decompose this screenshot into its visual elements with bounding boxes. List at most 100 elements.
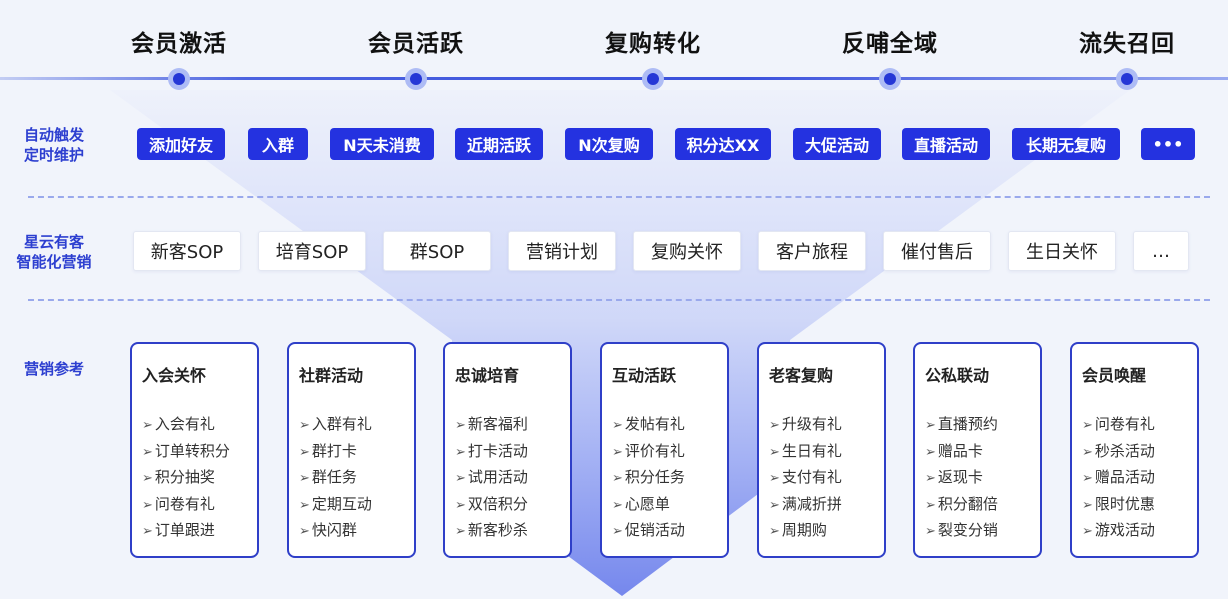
row-label-line: 星云有客	[23, 233, 84, 251]
reference-item-text: 积分翻倍	[937, 494, 998, 513]
reference-item-text: 入会有礼	[154, 415, 215, 433]
reference-item: ➢问卷有礼	[1082, 412, 1197, 439]
divider	[28, 299, 1210, 301]
trigger-tag-big-promotion[interactable]: 大促活动	[793, 128, 881, 160]
reference-item-text: 生日有礼	[781, 441, 842, 460]
reference-item-text: 订单跟进	[154, 521, 215, 540]
sop-card-new-customer[interactable]: 新客SOP	[133, 231, 241, 271]
reference-item: ➢试用活动	[455, 465, 570, 492]
arrow-right-icon: ➢	[142, 444, 153, 460]
reference-item-text: 定期互动	[311, 494, 372, 513]
arrow-right-icon: ➢	[769, 418, 780, 433]
reference-item: ➢积分任务	[612, 465, 727, 492]
reference-item-text: 满减折拼	[781, 494, 842, 513]
reference-card-member-reactivation[interactable]: 会员唤醒 ➢问卷有礼 ➢秒杀活动 ➢赠品活动 ➢限时优惠 ➢游戏活动	[1070, 342, 1199, 558]
reference-list: ➢入会有礼 ➢订单转积分 ➢积分抽奖 ➢问卷有礼 ➢订单跟进	[142, 412, 257, 545]
reference-item-text: 赠品卡	[937, 441, 983, 460]
reference-item: ➢快闪群	[299, 518, 414, 545]
arrow-right-icon: ➢	[769, 524, 780, 540]
trigger-tag-points-reached[interactable]: 积分达XX	[675, 128, 771, 160]
sop-card-payment-aftersales[interactable]: 催付售后	[883, 231, 991, 271]
reference-item: ➢促销活动	[612, 518, 727, 545]
trigger-tag-recently-active[interactable]: 近期活跃	[455, 128, 543, 160]
reference-item: ➢限时优惠	[1082, 492, 1197, 519]
trigger-tag-more[interactable]: •••	[1141, 128, 1195, 160]
reference-item-text: 群打卡	[311, 441, 357, 460]
reference-item-text: 评价有礼	[624, 441, 685, 460]
arrow-right-icon: ➢	[299, 524, 310, 540]
sop-card-marketing-plan[interactable]: 营销计划	[508, 231, 616, 271]
reference-card-repeat-purchase[interactable]: 老客复购 ➢升级有礼 ➢生日有礼 ➢支付有礼 ➢满减折拼 ➢周期购	[757, 342, 886, 558]
reference-card-onboarding-care[interactable]: 入会关怀 ➢入会有礼 ➢订单转积分 ➢积分抽奖 ➢问卷有礼 ➢订单跟进	[130, 342, 259, 558]
reference-item-text: 限时优惠	[1094, 494, 1155, 513]
reference-item: ➢定期互动	[299, 492, 414, 519]
trigger-tag-add-friend[interactable]: 添加好友	[137, 128, 225, 160]
reference-card-public-private-linkage[interactable]: 公私联动 ➢直播预约 ➢赠品卡 ➢返现卡 ➢积分翻倍 ➢裂变分销	[913, 342, 1042, 558]
arrow-right-icon: ➢	[925, 524, 936, 540]
arrow-right-icon: ➢	[455, 418, 466, 433]
reference-item-text: 积分任务	[624, 468, 685, 487]
trigger-tag-long-no-repurchase[interactable]: 长期无复购	[1012, 128, 1120, 160]
reference-item-text: 双倍积分	[467, 494, 528, 513]
stage-title: 流失召回	[1079, 31, 1175, 57]
reference-item-text: 群任务	[311, 468, 357, 487]
arrow-right-icon: ➢	[455, 524, 466, 540]
reference-list: ➢发帖有礼 ➢评价有礼 ➢积分任务 ➢心愿单 ➢促销活动	[612, 412, 727, 545]
reference-item-text: 快闪群	[311, 521, 357, 540]
trigger-tag-n-days-no-purchase[interactable]: N天未消费	[330, 128, 434, 160]
reference-card-title: 公私联动	[925, 366, 990, 385]
arrow-right-icon: ➢	[769, 471, 780, 487]
reference-card-title: 老客复购	[769, 366, 834, 385]
reference-item-text: 促销活动	[624, 521, 685, 540]
sop-card-customer-journey[interactable]: 客户旅程	[758, 231, 866, 271]
reference-item: ➢返现卡	[925, 465, 1040, 492]
reference-item: ➢新客福利	[455, 412, 570, 439]
sop-card-birthday-care[interactable]: 生日关怀	[1008, 231, 1116, 271]
row-label-smart-marketing: 星云有客 智能化营销	[8, 232, 100, 272]
arrow-right-icon: ➢	[612, 524, 623, 540]
reference-item-text: 积分抽奖	[154, 468, 215, 487]
stage-dot	[1116, 68, 1138, 90]
arrow-right-icon: ➢	[925, 497, 936, 513]
reference-item-text: 新客秒杀	[467, 521, 528, 540]
reference-item-text: 问卷有礼	[1094, 415, 1155, 433]
reference-item: ➢裂变分销	[925, 518, 1040, 545]
stage-dot	[642, 68, 664, 90]
row-label-line: 自动触发	[23, 126, 84, 144]
reference-list: ➢问卷有礼 ➢秒杀活动 ➢赠品活动 ➢限时优惠 ➢游戏活动	[1082, 412, 1197, 545]
reference-item-text: 发帖有礼	[624, 415, 685, 433]
stage-header: 会员激活 会员活跃 复购转化 反哺全域 流失召回	[0, 0, 1228, 100]
reference-item: ➢发帖有礼	[612, 412, 727, 439]
reference-card-loyalty-nurturing[interactable]: 忠诚培育 ➢新客福利 ➢打卡活动 ➢试用活动 ➢双倍积分 ➢新客秒杀	[443, 342, 572, 558]
reference-item-text: 问卷有礼	[154, 494, 215, 513]
arrow-right-icon: ➢	[612, 497, 623, 513]
reference-item: ➢问卷有礼	[142, 492, 257, 519]
reference-card-title: 忠诚培育	[455, 366, 520, 385]
arrow-right-icon: ➢	[299, 444, 310, 460]
reference-card-community-activity[interactable]: 社群活动 ➢入群有礼 ➢群打卡 ➢群任务 ➢定期互动 ➢快闪群	[287, 342, 416, 558]
arrow-right-icon: ➢	[612, 418, 623, 433]
sop-card-nurture[interactable]: 培育SOP	[258, 231, 366, 271]
arrow-right-icon: ➢	[299, 497, 310, 513]
reference-list: ➢新客福利 ➢打卡活动 ➢试用活动 ➢双倍积分 ➢新客秒杀	[455, 412, 570, 545]
arrow-right-icon: ➢	[1082, 418, 1093, 433]
reference-list: ➢直播预约 ➢赠品卡 ➢返现卡 ➢积分翻倍 ➢裂变分销	[925, 412, 1040, 545]
reference-card-interactive-engagement[interactable]: 互动活跃 ➢发帖有礼 ➢评价有礼 ➢积分任务 ➢心愿单 ➢促销活动	[600, 342, 729, 558]
reference-item: ➢赠品活动	[1082, 465, 1197, 492]
reference-item: ➢群任务	[299, 465, 414, 492]
arrow-right-icon: ➢	[299, 418, 310, 433]
reference-item: ➢入群有礼	[299, 412, 414, 439]
arrow-right-icon: ➢	[1082, 524, 1093, 540]
sop-card-more[interactable]: …	[1133, 231, 1189, 271]
reference-item-text: 订单转积分	[154, 441, 230, 460]
reference-item: ➢游戏活动	[1082, 518, 1197, 545]
sop-card-group[interactable]: 群SOP	[383, 231, 491, 271]
reference-card-title: 入会关怀	[142, 366, 207, 385]
reference-item: ➢生日有礼	[769, 439, 884, 466]
trigger-tag-join-group[interactable]: 入群	[248, 128, 308, 160]
trigger-tag-n-repurchases[interactable]: N次复购	[565, 128, 653, 160]
trigger-tag-live-stream[interactable]: 直播活动	[902, 128, 990, 160]
reference-item-text: 升级有礼	[781, 415, 842, 433]
sop-card-repurchase-care[interactable]: 复购关怀	[633, 231, 741, 271]
reference-item: ➢评价有礼	[612, 439, 727, 466]
